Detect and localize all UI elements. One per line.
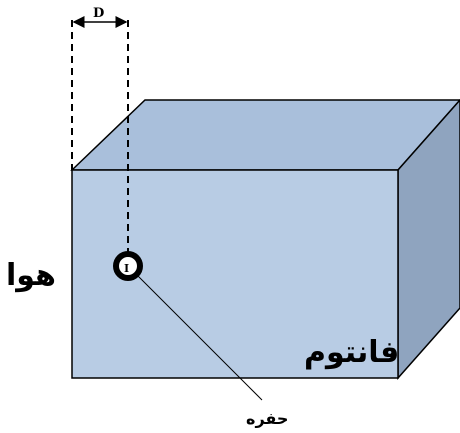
hole-ring [113,251,143,281]
phantom-top-face [70,99,460,171]
hole-label: حفره [246,409,288,428]
hole-marker: I [124,262,129,275]
hole-leader-line [137,275,263,401]
distance-label: D [93,6,104,21]
air-label: هوا [6,258,56,293]
phantom-label: فانتوم [304,335,399,370]
